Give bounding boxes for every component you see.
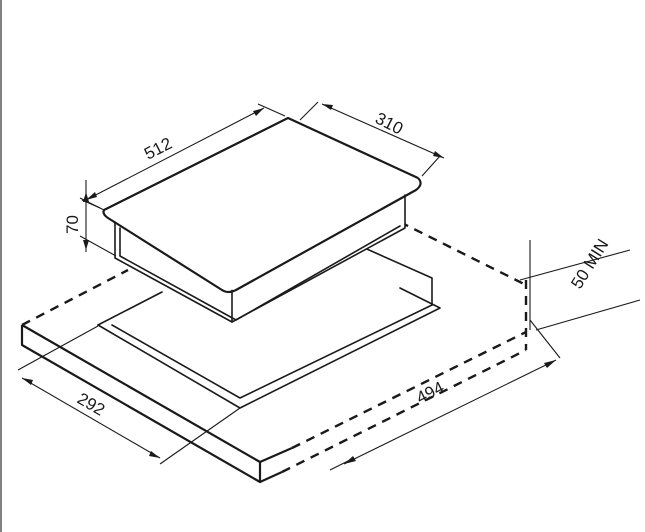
dim-512-label: 512 xyxy=(141,134,175,164)
worktop xyxy=(20,220,528,484)
dim-292: 292 xyxy=(17,325,241,465)
dim-50-min: 50 MIN xyxy=(519,236,641,331)
cutout xyxy=(97,291,163,326)
hob xyxy=(102,116,422,323)
dim-292-label: 292 xyxy=(74,389,108,420)
dim-70: 70 xyxy=(63,180,117,257)
dim-494: 494 xyxy=(329,319,561,471)
dim-310-label: 310 xyxy=(372,109,406,139)
dim-70-label: 70 xyxy=(63,215,82,234)
dim-50-min-label: 50 MIN xyxy=(567,236,612,293)
hob-glass-top xyxy=(104,118,420,290)
